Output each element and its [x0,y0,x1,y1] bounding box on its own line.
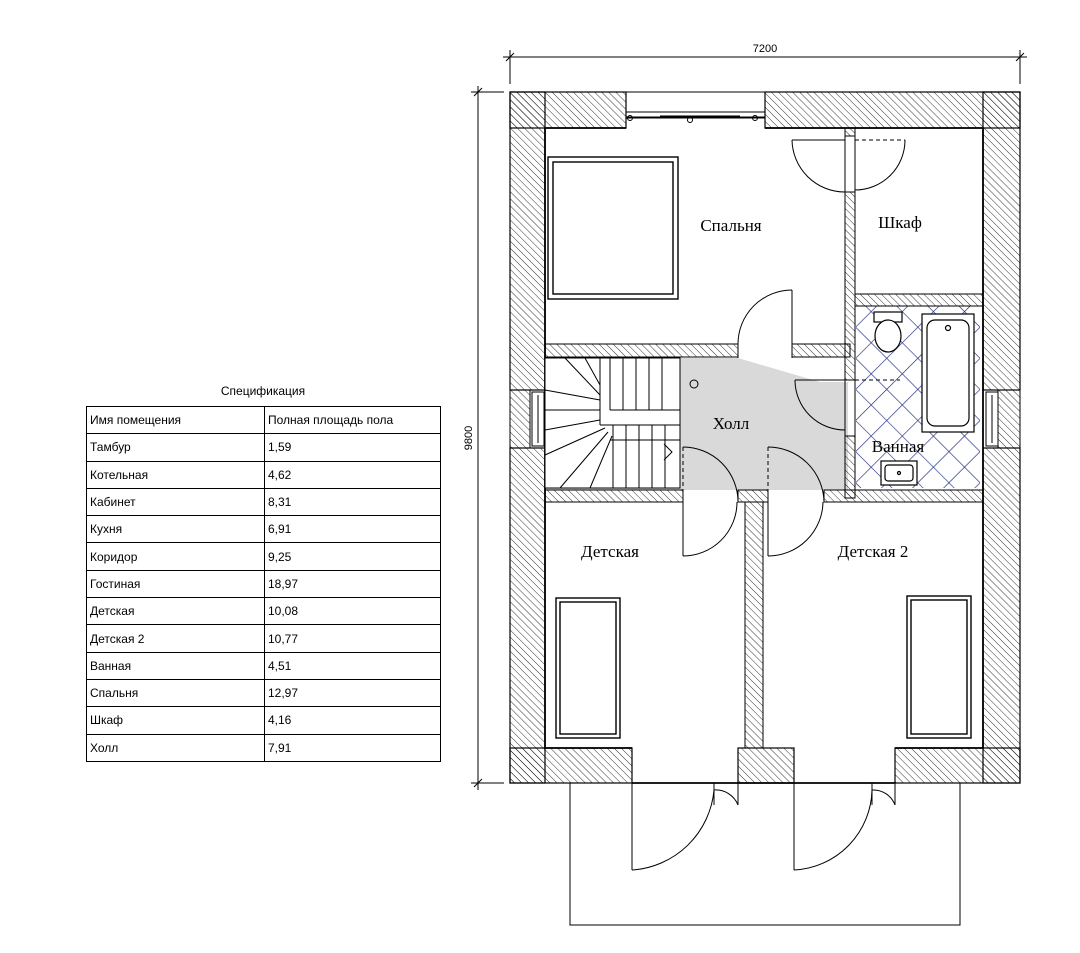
room-area-cell: 8,31 [264,487,441,517]
top-window [625,91,766,123]
single-bed-left [555,597,621,739]
door-closet [791,136,906,193]
room-label-kids1: Детская [581,542,639,561]
balcony-door-left [631,783,739,871]
door-bathroom [794,379,900,436]
door-bedroom [737,289,793,358]
side-windows [531,391,999,447]
room-area-cell: 6,91 [264,515,441,544]
spec-header-area: Полная площадь пола [264,405,441,435]
room-label-hall: Холл [713,414,750,433]
room-name-cell: Коридор [86,542,265,571]
room-area-cell: 12,97 [264,678,441,708]
door-kids2 [767,446,825,557]
room-area-cell: 4,62 [264,460,441,489]
room-name-cell: Холл [86,733,265,762]
bathtub [921,313,975,433]
room-label-closet: Шкаф [878,213,922,232]
balcony [569,782,961,926]
balcony-door-right [793,783,896,871]
room-name-cell: Тамбур [86,433,265,462]
width-dimension-label: 7200 [753,43,777,55]
toilet [873,311,903,353]
height-dimension [471,86,504,790]
height-dimension-label: 9800 [463,426,475,450]
room-area-cell: 7,91 [264,733,441,762]
spec-header-name: Имя помещения [86,405,265,435]
spec-title: Спецификация [220,384,306,398]
spec-table: Имя помещения Полная площадь пола Тамбур… [86,405,441,762]
room-name-cell: Котельная [86,460,265,489]
room-area-cell: 9,25 [264,542,441,571]
spec-header-row: Имя помещения Полная площадь пола [86,405,441,435]
room-outlines [544,127,984,784]
room-area-cell: 10,08 [264,597,441,626]
room-label-bathroom: Ванная [872,437,925,456]
room-label-bedroom: Спальня [700,216,761,235]
room-area-cell: 1,59 [264,433,441,462]
room-name-cell: Детская 2 [86,624,265,653]
single-bed-right [906,595,972,739]
width-dimension [503,50,1027,84]
washbasin [880,460,918,486]
room-label-kids2: Детская 2 [838,542,909,561]
staircase [544,357,699,489]
room-area-cell: 4,51 [264,651,441,680]
room-name-cell: Ванная [86,651,265,680]
room-name-cell: Кабинет [86,487,265,517]
door-kids1 [682,446,739,557]
exterior-walls [509,91,1021,784]
room-area-cell: 18,97 [264,569,441,599]
double-bed [547,156,679,300]
